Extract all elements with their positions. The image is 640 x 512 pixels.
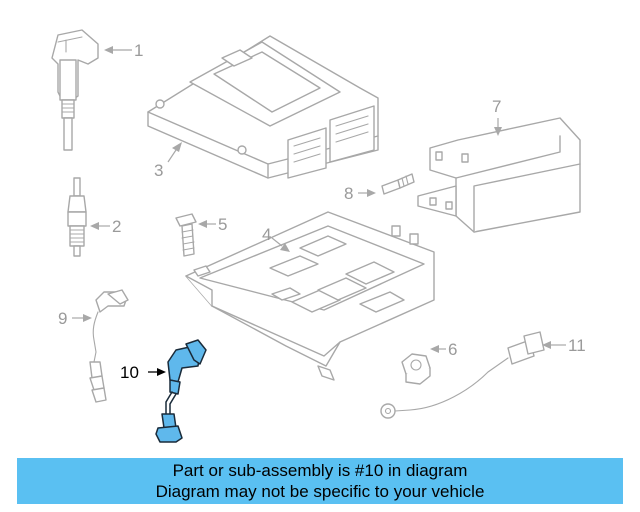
part-7-mounting-bracket[interactable] — [417, 117, 581, 233]
callout-10-label: 10 — [120, 363, 139, 382]
callout-8-label: 8 — [344, 184, 353, 203]
part-6-nut[interactable] — [401, 353, 431, 385]
callout-3[interactable]: 3 — [154, 142, 182, 180]
part-3-engine-control-module[interactable] — [147, 35, 379, 179]
part-11-knock-sensor[interactable] — [380, 331, 545, 419]
callout-5[interactable]: 5 — [198, 215, 227, 234]
callout-8[interactable]: 8 — [344, 184, 376, 203]
callout-3-label: 3 — [154, 161, 163, 180]
part-2-spark-plug[interactable] — [67, 177, 87, 257]
info-banner: Part or sub-assembly is #10 in diagram D… — [17, 458, 623, 504]
part-10-sensor-highlighted[interactable] — [155, 339, 207, 443]
part-1-ignition-coil[interactable] — [51, 29, 99, 151]
callout-11[interactable]: 11 — [542, 336, 586, 355]
callout-7-label: 7 — [492, 97, 501, 116]
callout-1[interactable]: 1 — [104, 41, 143, 60]
callout-5-label: 5 — [218, 215, 227, 234]
callout-9[interactable]: 9 — [58, 309, 92, 328]
part-5-screw[interactable] — [175, 213, 197, 257]
callout-2[interactable]: 2 — [90, 217, 121, 236]
part-9-sensor[interactable] — [89, 289, 129, 403]
callout-6-label: 6 — [448, 340, 457, 359]
callout-4-label: 4 — [262, 225, 271, 244]
parts-diagram: 1 2 3 — [51, 29, 586, 443]
part-8-bolt[interactable] — [381, 173, 415, 195]
callout-1-label: 1 — [134, 41, 143, 60]
callout-11-label: 11 — [568, 336, 586, 355]
callout-7[interactable]: 7 — [492, 97, 502, 136]
banner-line-2: Diagram may not be specific to your vehi… — [155, 482, 485, 501]
part-4-mounting-tray[interactable] — [185, 211, 435, 381]
banner-line-1: Part or sub-assembly is #10 in diagram — [172, 461, 468, 480]
callout-6[interactable]: 6 — [430, 340, 457, 359]
callout-2-label: 2 — [112, 217, 121, 236]
callout-9-label: 9 — [58, 309, 67, 328]
callout-10[interactable]: 10 — [120, 363, 166, 382]
callout-4[interactable]: 4 — [262, 225, 290, 252]
